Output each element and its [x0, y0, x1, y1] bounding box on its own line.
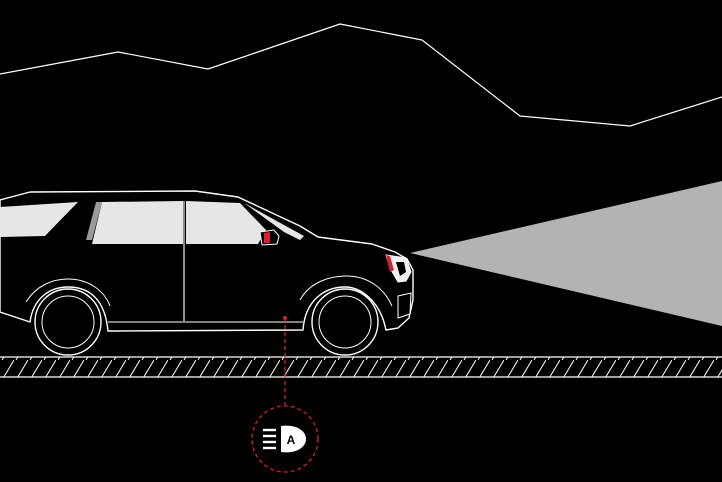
headlight-inner [396, 262, 406, 276]
middle-window [92, 201, 183, 244]
mirror-accent [264, 232, 270, 243]
road-hatching [0, 357, 722, 377]
headlight-red-accent [386, 255, 394, 272]
middle-window-shadow [86, 202, 102, 240]
front-wheel [311, 288, 379, 356]
rear-fender-arch [25, 278, 111, 307]
road-surface [0, 356, 722, 378]
windshield-edge [244, 203, 304, 240]
front-window [186, 201, 266, 244]
rear-window [0, 202, 78, 237]
mountain-ridge-line [0, 23, 722, 127]
auto-letter: A [287, 433, 296, 447]
rear-wheel [34, 288, 102, 356]
auto-high-beam-icon: A [251, 405, 319, 473]
front-bumper-detail [397, 292, 412, 319]
suv-vehicle [0, 190, 414, 356]
headlight-beam [410, 181, 722, 326]
front-fender-arch [299, 275, 393, 307]
callout-anchor-dot [283, 316, 287, 320]
